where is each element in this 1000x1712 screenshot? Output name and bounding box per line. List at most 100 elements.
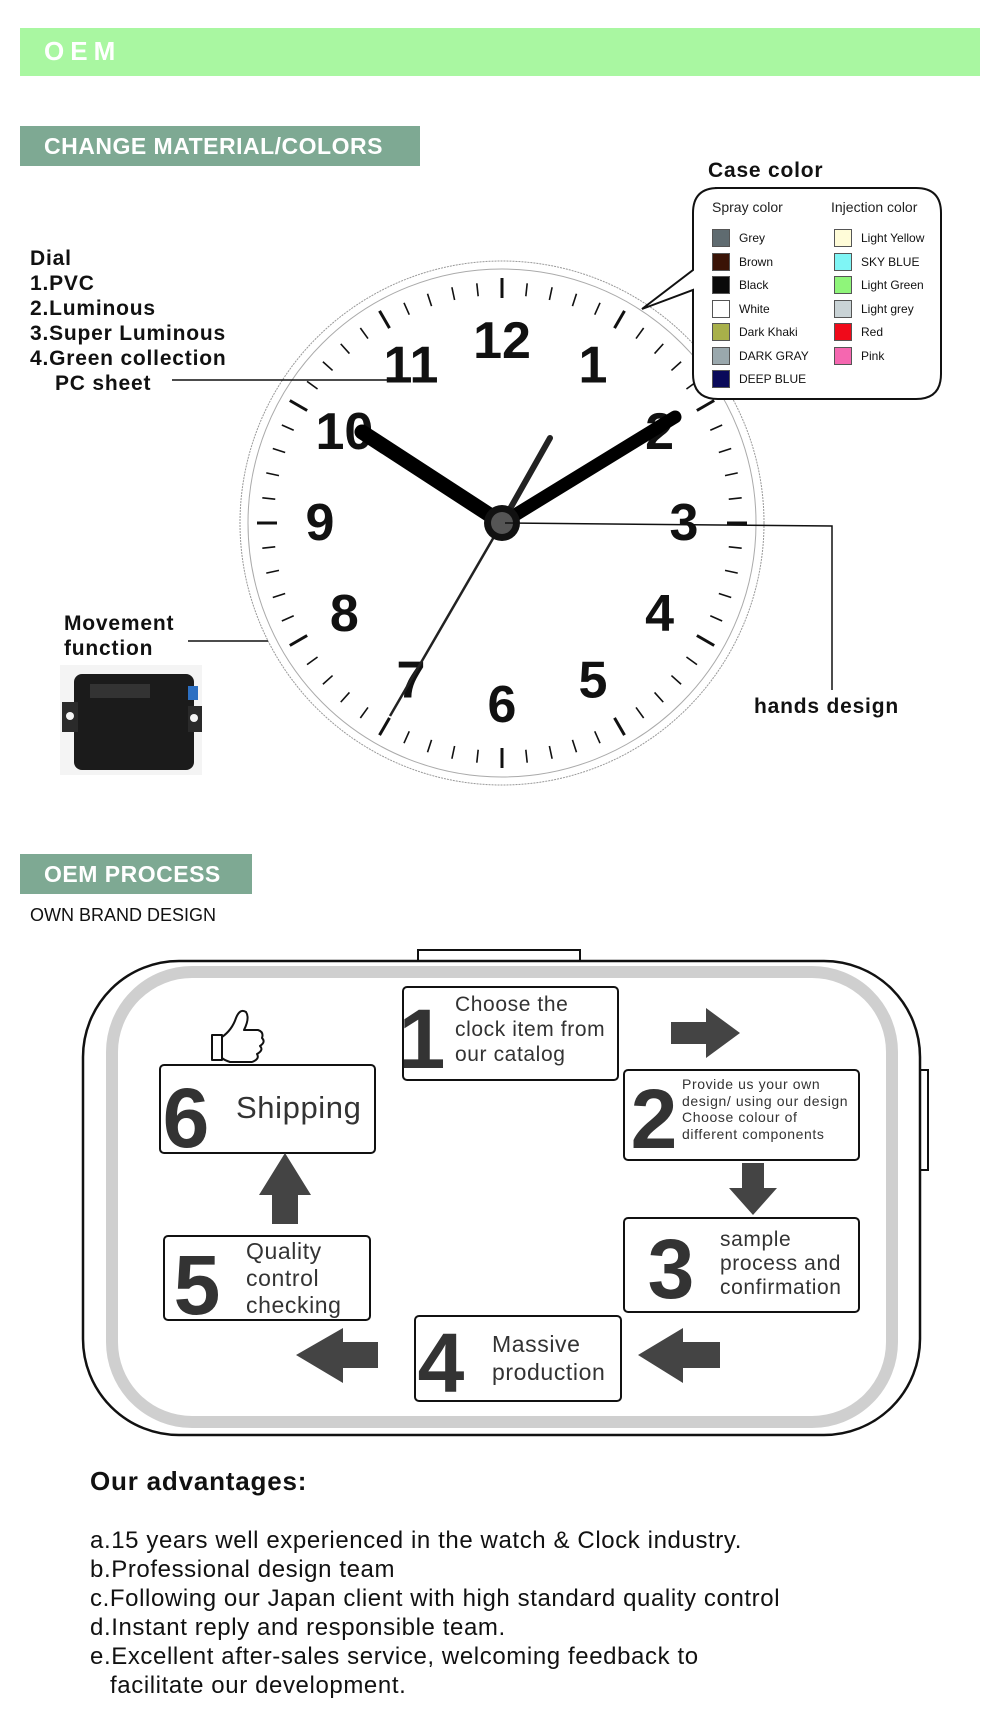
spray-color-swatch [712,323,730,341]
minute-tick [359,327,369,340]
minute-tick [272,447,286,454]
hands-label: hands design [754,695,899,718]
minute-tick [594,302,601,316]
minute-tick [728,497,742,500]
second-hand [388,522,504,717]
process-step-1-line: clock item from [455,1018,606,1041]
spray-color-row: Brown [712,252,773,272]
minute-tick [403,730,410,744]
minute-tick [718,592,732,599]
process-step-2-line: Provide us your own [682,1076,821,1092]
minute-hand [495,410,682,530]
process-step-boxes [159,986,860,1402]
spray-color-heading: Spray color [712,199,783,215]
minute-tick [306,380,319,390]
advantages-title: Our advantages: [90,1466,308,1496]
minute-tick [426,293,433,307]
minute-tick [322,361,334,372]
advantage-item-a: a.15 years well experienced in the watch… [90,1527,742,1554]
minute-tick [451,287,456,301]
advantages-list: a.15 years well experienced in the watch… [90,1526,780,1700]
dial-options: Dial 1.PVC 2.Luminous 3.Super Luminous 4… [30,246,226,396]
minute-tick [548,287,553,301]
process-step-2-line: design/ using our design [682,1092,849,1109]
process-arrows [259,1008,777,1383]
minute-tick [718,447,732,454]
spray-color-label: Grey [739,231,766,245]
hour-tick [378,717,391,736]
minute-tick [685,656,698,666]
process-step-number: 4 [418,1316,465,1410]
advantage-item-d: d.Instant reply and responsible team. [90,1614,506,1641]
minute-tick [724,472,738,477]
process-step-6-line: Shipping [236,1090,362,1125]
movement-label-line2: function [64,637,154,660]
process-step-2-line: Choose colour of [682,1109,798,1125]
hour-tick [696,399,715,412]
process-step-number: 2 [631,1072,678,1166]
spray-color-row: White [712,299,770,319]
injection-color-swatch [834,299,852,318]
spray-color-row: Grey [712,228,765,248]
clock-numeral: 5 [579,652,608,710]
minute-tick [272,592,286,599]
process-step-number: 3 [648,1222,695,1316]
spray-color-swatch [712,229,730,247]
spray-color-label: Brown [739,254,774,269]
injection-color-row: Light Green [834,275,924,295]
dial-option-2: 2.Luminous [30,297,156,320]
injection-color-swatch [834,229,852,247]
hour-tick [696,634,715,647]
process-step-2-line: different components [682,1125,825,1142]
injection-color-label: Light grey [861,301,914,316]
minute-tick [670,361,682,372]
minute-tick [451,745,456,759]
dial-heading: Dial [30,247,72,270]
minute-tick [281,424,295,431]
process-step-1-line: Choose the [455,993,569,1016]
spray-color-label: Dark Khaki [739,325,798,339]
injection-color-label: Light Green [861,278,924,292]
spray-color-row: DARK GRAY [712,346,809,366]
minute-tick [709,424,723,431]
injection-color-label: Red [861,325,884,339]
clock-numeral: 1 [579,336,608,394]
injection-color-swatch [834,323,852,341]
spray-color-row: Dark Khaki [712,322,798,342]
spray-color-row: DEEP BLUE [712,369,806,389]
clock-center-pin [491,512,513,534]
hour-hand [354,424,510,531]
minute-tick [728,546,742,549]
section-title-material: CHANGE MATERIAL/COLORS [20,126,420,166]
arrow-right-icon [671,1008,740,1058]
minute-tick [635,327,645,340]
injection-color-row: SKY BLUE [834,252,919,272]
movement-image [60,665,202,775]
process-step-3-line: confirmation [720,1276,842,1299]
minute-tick [266,472,280,477]
injection-color-row: Pink [834,346,884,366]
minute-tick [476,749,479,763]
minute-tick [340,691,351,703]
minute-tick [322,674,334,685]
oem-banner-title: OEM [44,36,122,66]
movement-label-line1: Movement [64,612,175,635]
dial-option-1: 1.PVC [30,272,95,295]
minute-tick [571,739,578,753]
spray-color-swatch [712,299,730,318]
minute-tick [476,283,479,297]
section-title-process: OEM PROCESS [20,854,252,894]
clock-outer-rim [239,260,765,786]
case-color-title: Case color [708,159,824,182]
clock-numeral: 12 [473,312,531,370]
injection-color-row: Light Yellow [834,228,924,248]
arrow-left-icon [638,1328,720,1383]
spray-color-label: DEEP BLUE [739,372,807,386]
minute-tick [266,569,280,574]
process-step-1-line: our catalog [455,1043,566,1066]
minute-tick [359,706,369,719]
arrow-down-icon [729,1163,777,1215]
